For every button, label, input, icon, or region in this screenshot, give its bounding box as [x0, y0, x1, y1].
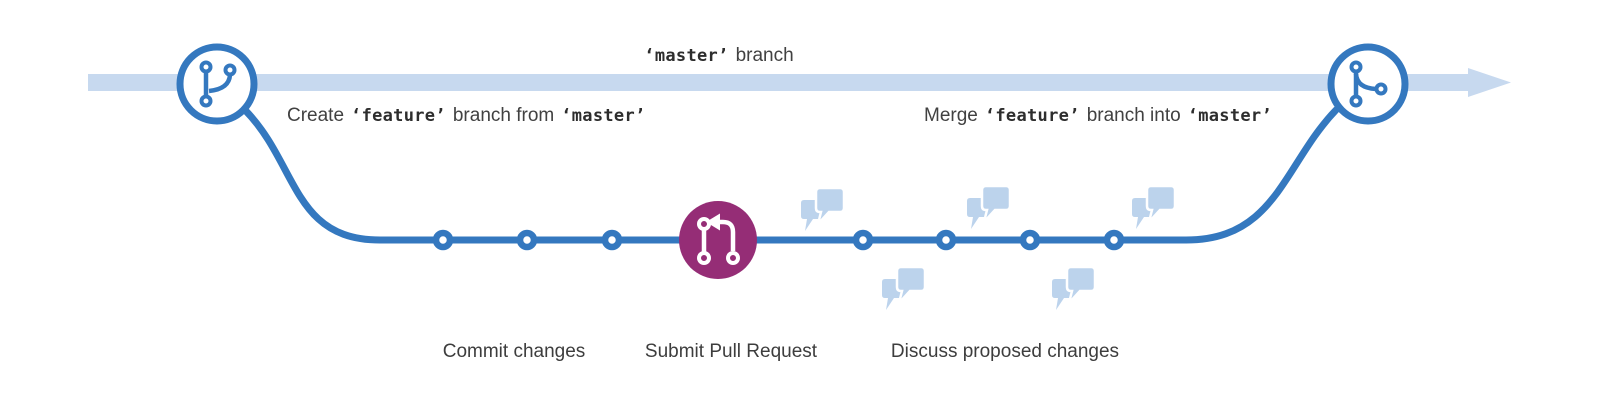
commit-changes-label: Commit changes [442, 341, 586, 362]
master-code-text: ‘master’ [644, 46, 729, 66]
master-code-text: ‘master’ [1187, 106, 1272, 126]
branch-point-node [176, 43, 258, 125]
merge-middle-text: branch into [1086, 105, 1181, 126]
commit-node [516, 229, 538, 251]
feature-code-text: ‘feature’ [984, 106, 1080, 126]
submit-pull-request-label: Submit Pull Request [644, 341, 818, 362]
commit-node [935, 229, 957, 251]
commit-node [1019, 229, 1041, 251]
master-suffix-text: branch [735, 45, 794, 66]
git-branch-icon [199, 60, 237, 108]
chat-bubbles-icon [800, 187, 846, 231]
git-merge-icon [1349, 60, 1388, 108]
commit-node [852, 229, 874, 251]
chat-bubbles-icon [966, 185, 1012, 229]
create-branch-annotation: Create ‘feature’ branch from ‘master’ [287, 105, 646, 127]
chat-bubbles-icon [881, 266, 927, 310]
merge-point-node [1327, 43, 1409, 125]
chat-bubbles-icon [1051, 266, 1097, 310]
merge-prefix-text: Merge [924, 105, 978, 126]
commit-nodes [432, 229, 1125, 251]
commit-node [601, 229, 623, 251]
feature-branch-path [241, 106, 1340, 244]
master-branch-band [88, 74, 1470, 91]
arrow-right-icon [1468, 68, 1511, 97]
feature-code-text: ‘feature’ [351, 106, 446, 126]
commit-node [432, 229, 454, 251]
master-branch-label: ‘master’ branch [644, 45, 793, 67]
merge-branch-annotation: Merge ‘feature’ branch into ‘master’ [924, 105, 1272, 127]
master-code-text: ‘master’ [561, 106, 646, 126]
chat-bubbles-icon [1131, 185, 1177, 229]
create-middle-text: branch from [452, 105, 555, 126]
create-prefix-text: Create [287, 105, 345, 126]
git-pull-request-icon [697, 213, 740, 265]
commit-node [1103, 229, 1125, 251]
discuss-changes-label: Discuss proposed changes [890, 341, 1120, 362]
pull-request-node [679, 201, 757, 279]
